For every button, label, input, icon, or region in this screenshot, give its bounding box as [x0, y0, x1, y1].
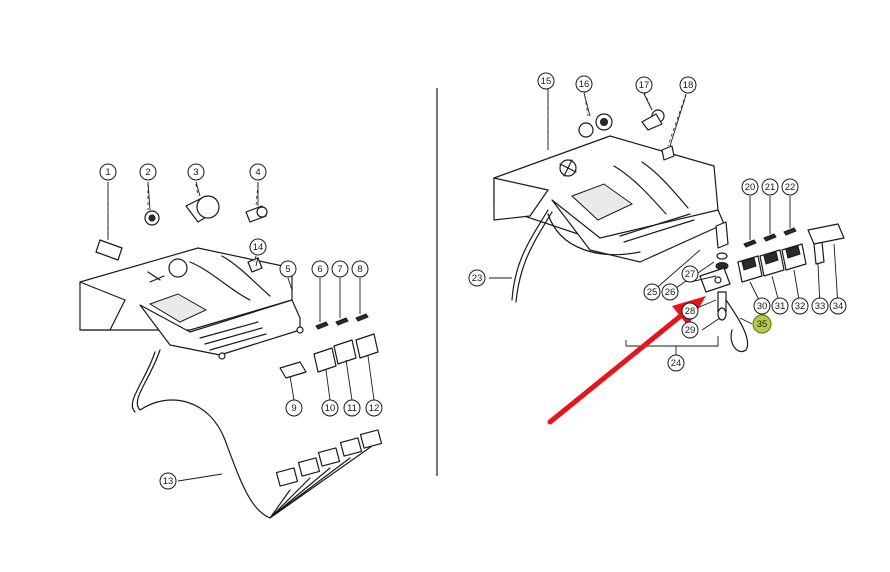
- callout-22: 22: [781, 178, 799, 196]
- callout-label: 29: [685, 325, 696, 336]
- callout-28: 28: [681, 302, 699, 320]
- callout-label: 34: [833, 301, 844, 312]
- callout-label: 22: [785, 182, 796, 193]
- callout-7: 7: [331, 260, 349, 278]
- callout-24: 24: [667, 354, 685, 372]
- callout-4: 4: [249, 163, 267, 181]
- callout-31: 31: [771, 297, 789, 315]
- callout-label: 8: [357, 264, 362, 275]
- callout-10: 10: [321, 399, 339, 417]
- callout-label: 16: [579, 79, 590, 90]
- callout-25: 25: [643, 283, 661, 301]
- callout-label: 23: [472, 273, 483, 284]
- callout-13: 13: [159, 472, 177, 490]
- callout-label: 26: [665, 287, 676, 298]
- left-dashboard-assembly: [79, 183, 383, 519]
- callout-26: 26: [661, 283, 679, 301]
- callout-label: 17: [639, 80, 650, 91]
- callout-label: 28: [685, 306, 696, 317]
- callout-9: 9: [285, 399, 303, 417]
- callout-8: 8: [351, 260, 369, 278]
- callout-5: 5: [279, 260, 297, 278]
- callout-21: 21: [761, 178, 779, 196]
- callout-label: 13: [163, 476, 174, 487]
- callout-label: 10: [325, 403, 336, 414]
- callout-label: 20: [745, 182, 756, 193]
- callout-1: 1: [99, 163, 117, 181]
- callout-label: 14: [253, 242, 264, 253]
- callout-3: 3: [187, 163, 205, 181]
- callout-label: 5: [285, 264, 290, 275]
- callout-label: 9: [291, 403, 296, 414]
- callout-17: 17: [635, 76, 653, 94]
- callout-label: 32: [795, 301, 806, 312]
- callout-label: 1: [105, 167, 110, 178]
- callout-label: 31: [775, 301, 786, 312]
- callout-label: 3: [193, 167, 198, 178]
- callout-label: 11: [347, 403, 357, 414]
- callout-33: 33: [811, 297, 829, 315]
- callout-label: 21: [765, 182, 776, 193]
- callout-20: 20: [741, 178, 759, 196]
- callout-label: 12: [369, 403, 380, 414]
- callout-35: 35: [752, 314, 772, 334]
- callout-12: 12: [365, 399, 383, 417]
- callout-15: 15: [537, 72, 555, 90]
- callout-6: 6: [311, 260, 329, 278]
- leader-lines: [107, 90, 839, 482]
- callout-label: 24: [671, 358, 682, 369]
- callout-label: 15: [541, 76, 552, 87]
- callout-label: 27: [685, 269, 696, 280]
- callout-16: 16: [575, 75, 593, 93]
- callout-label: 2: [145, 167, 150, 178]
- callout-label: 30: [757, 301, 768, 312]
- callout-34: 34: [829, 297, 847, 315]
- callout-30: 30: [753, 297, 771, 315]
- callout-label: 18: [683, 80, 694, 91]
- right-dashboard-assembly: [493, 88, 845, 353]
- callout-label: 25: [647, 287, 658, 298]
- callout-14: 14: [249, 238, 267, 256]
- callout-11: 11: [343, 399, 361, 417]
- callout-29: 29: [681, 321, 699, 339]
- right-callout-group: 15 16 17 18 20 21 22 23 24 25 26 27 28 29 30 31 32 33 34 35: [468, 72, 847, 372]
- callout-label: 33: [815, 301, 826, 312]
- callout-23: 23: [468, 269, 486, 287]
- callout-label: 7: [337, 264, 342, 275]
- callout-18: 18: [679, 76, 697, 94]
- callout-label: 35: [757, 319, 768, 330]
- callout-label: 6: [317, 264, 322, 275]
- callout-2: 2: [139, 163, 157, 181]
- callout-27: 27: [681, 265, 699, 283]
- callout-32: 32: [791, 297, 809, 315]
- callout-label: 4: [255, 167, 260, 178]
